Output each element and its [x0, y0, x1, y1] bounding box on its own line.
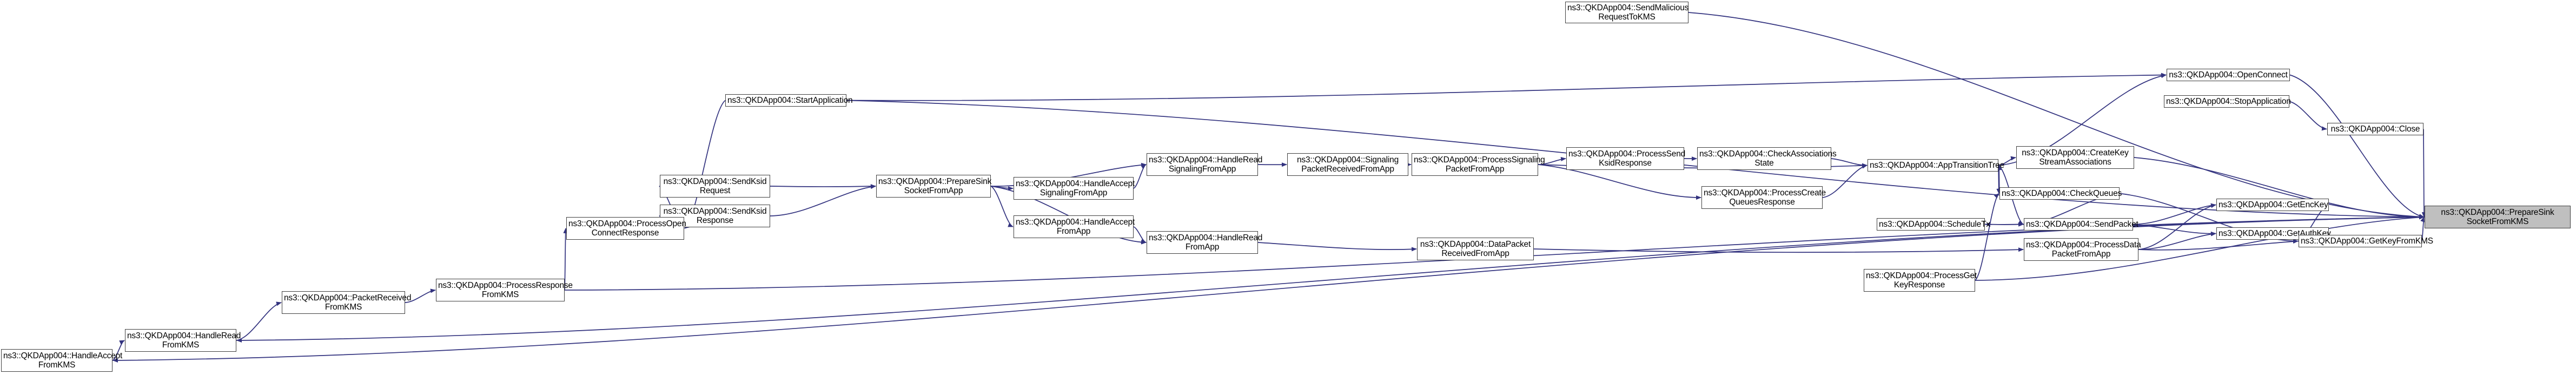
graph-edge	[2421, 129, 2426, 218]
graph-node[interactable]: ns3::QKDApp004::ProcessSend KsidResponse	[1566, 147, 1686, 170]
graph-node[interactable]: ns3::QKDApp004::GetKeyFromKMS	[2299, 235, 2433, 247]
graph-node[interactable]: ns3::QKDApp004::SendKsid Response	[660, 205, 770, 227]
graph-node[interactable]: ns3::QKDApp004::CheckAssociations State	[1697, 147, 1837, 170]
graph-edge	[1257, 242, 1417, 252]
graph-node[interactable]: ns3::QKDApp004::SendMalicious RequestToK…	[1565, 2, 1688, 23]
graph-edge	[2138, 232, 2216, 250]
graph-edge	[1533, 247, 2024, 253]
graph-node-label: ns3::QKDApp004::HandleRead FromApp	[1149, 233, 1263, 252]
graph-node-label: ns3::QKDApp004::CheckAssociations State	[1699, 149, 1837, 168]
graph-node-label: ns3::QKDApp004::SendMalicious RequestToK…	[1567, 3, 1689, 22]
graph-node-label: ns3::QKDApp004::ProcessGet KeyResponse	[1866, 271, 1977, 290]
graph-node-label: ns3::QKDApp004::PrepareSink SocketFromAp…	[878, 176, 992, 195]
graph-node-label: ns3::QKDApp004::ProcessCreate QueuesResp…	[1704, 188, 1826, 207]
graph-edge	[1538, 164, 1701, 200]
graph-node[interactable]: ns3::QKDApp004::ProcessData PacketFromAp…	[2024, 238, 2141, 261]
graph-node-label: ns3::QKDApp004::StartApplication	[727, 95, 853, 105]
graph-node-label: ns3::QKDApp004::ProcessResponse FromKMS	[438, 280, 573, 299]
graph-node-label: ns3::QKDApp004::OpenConnect	[2169, 70, 2288, 80]
graph-node[interactable]: ns3::QKDApp004::HandleRead SignalingFrom…	[1147, 153, 1263, 176]
graph-node-label: ns3::QKDApp004::HandleAccept FromApp	[1016, 217, 1135, 236]
graph-node[interactable]: ns3::QKDApp004::ScheduleTx	[1877, 218, 1990, 231]
graph-edge	[2289, 74, 2425, 219]
graph-edge	[1822, 164, 1868, 198]
graph-edge	[1133, 164, 1147, 189]
graph-edge	[2138, 239, 2299, 251]
graph-node-label: ns3::QKDApp004::PrepareSink SocketFromKM…	[2441, 207, 2554, 226]
graph-node[interactable]: ns3::QKDApp004::PacketReceived FromKMS	[282, 291, 412, 314]
graph-node[interactable]: ns3::QKDApp004::PrepareSink SocketFromAp…	[876, 175, 991, 198]
graph-node-label: ns3::QKDApp004::CreateKey StreamAssociat…	[2022, 148, 2129, 167]
graph-edge	[2134, 157, 2425, 219]
graph-node-label: ns3::QKDApp004::ProcessOpen ConnectRespo…	[568, 219, 686, 238]
graph-node-label: ns3::QKDApp004::PacketReceived FromKMS	[284, 293, 412, 312]
graph-node-label: ns3::QKDApp004::StopApplication	[2166, 96, 2291, 106]
graph-edge	[236, 301, 282, 341]
graph-node-label: ns3::QKDApp004::Signaling PacketReceived…	[1296, 155, 1399, 174]
graph-node[interactable]: ns3::QKDApp004::CheckQueues	[1999, 187, 2122, 200]
graph-node-label: ns3::QKDApp004::AppTransitionTree	[1870, 160, 2004, 170]
graph-node[interactable]: ns3::QKDApp004::AppTransitionTree	[1868, 159, 2004, 172]
graph-node-label: ns3::QKDApp004::HandleAccept FromKMS	[3, 351, 123, 370]
graph-node-label: ns3::QKDApp004::Close	[2330, 124, 2420, 134]
graph-node-label: ns3::QKDApp004::HandleAccept SignalingFr…	[1016, 179, 1135, 198]
graph-node-label: ns3::QKDApp004::HandleRead SignalingFrom…	[1149, 155, 1263, 174]
graph-node[interactable]: ns3::QKDApp004::Signaling PacketReceived…	[1287, 153, 1408, 176]
graph-node[interactable]: ns3::QKDApp004::CreateKey StreamAssociat…	[2016, 146, 2134, 169]
graph-edge	[112, 216, 2425, 363]
graph-node-label: ns3::QKDApp004::SendKsid Request	[663, 176, 767, 195]
graph-edge	[1975, 215, 2425, 281]
graph-node[interactable]: ns3::QKDApp004::PrepareSink SocketFromKM…	[2425, 206, 2571, 228]
graph-edge	[2133, 203, 2216, 225]
graph-node[interactable]: ns3::QKDApp004::HandleAccept FromApp	[1014, 215, 1135, 238]
graph-node[interactable]: ns3::QKDApp004::HandleAccept SignalingFr…	[1014, 177, 1135, 200]
graph-node-label: ns3::QKDApp004::HandleRead FromKMS	[127, 331, 241, 350]
graph-node[interactable]: ns3::QKDApp004::SendPacket	[2024, 218, 2138, 231]
graph-node-label: ns3::QKDApp004::ProcessData PacketFromAp…	[2026, 240, 2141, 259]
graph-edge	[1975, 193, 1999, 281]
graph-node-label: ns3::QKDApp004::CheckQueues	[2002, 188, 2122, 198]
graph-edge	[563, 228, 568, 291]
graph-edge	[405, 288, 436, 303]
graph-node[interactable]: ns3::QKDApp004::GetEncKey	[2216, 199, 2329, 211]
graph-edge	[990, 186, 1014, 227]
graph-node[interactable]: ns3::QKDApp004::StopApplication	[2164, 95, 2291, 108]
graph-node[interactable]: ns3::QKDApp004::HandleAccept FromKMS	[1, 349, 123, 372]
graph-node[interactable]: ns3::QKDApp004::ProcessSignaling PacketF…	[1412, 153, 1545, 176]
graph-node[interactable]: ns3::QKDApp004::OpenConnect	[2167, 69, 2290, 81]
graph-node[interactable]: ns3::QKDApp004::ProcessGet KeyResponse	[1864, 269, 1977, 292]
graph-node-label: ns3::QKDApp004::SendKsid Response	[663, 206, 767, 225]
graph-edge	[846, 73, 2167, 101]
graph-node-label: ns3::QKDApp004::GetEncKey	[2219, 200, 2328, 209]
graph-edge	[1133, 226, 1147, 244]
graph-node-label: ns3::QKDApp004::DataPacket ReceivedFromA…	[1420, 239, 1531, 258]
graph-node-label: ns3::QKDApp004::ProcessSend KsidResponse	[1568, 149, 1686, 168]
graph-node[interactable]: ns3::QKDApp004::DataPacket ReceivedFromA…	[1417, 238, 1534, 260]
graph-edge	[770, 185, 876, 216]
graph-node[interactable]: ns3::QKDApp004::Close	[2327, 123, 2423, 135]
graph-edge	[2289, 101, 2327, 131]
graph-edge	[2138, 203, 2216, 250]
graph-node-label: ns3::QKDApp004::ScheduleTx	[1879, 219, 1990, 229]
graph-node[interactable]: ns3::QKDApp004::ProcessResponse FromKMS	[436, 279, 573, 301]
graph-edge	[1831, 158, 1868, 168]
graph-node[interactable]: ns3::QKDApp004::HandleRead FromKMS	[125, 329, 241, 352]
graph-node-label: ns3::QKDApp004::GetKeyFromKMS	[2301, 236, 2433, 246]
graph-node[interactable]: ns3::QKDApp004::HandleRead FromApp	[1147, 231, 1263, 254]
graph-edge	[770, 184, 876, 189]
graph-node[interactable]: ns3::QKDApp004::ProcessCreate QueuesResp…	[1701, 186, 1826, 209]
graph-node-label: ns3::QKDApp004::ProcessSignaling PacketF…	[1414, 155, 1545, 174]
graph-node[interactable]: ns3::QKDApp004::ProcessOpen ConnectRespo…	[566, 217, 686, 240]
graph-node-label: ns3::QKDApp004::SendPacket	[2026, 219, 2138, 229]
graph-node[interactable]: ns3::QKDApp004::StartApplication	[725, 94, 853, 107]
graph-node[interactable]: ns3::QKDApp004::SendKsid Request	[660, 175, 770, 198]
